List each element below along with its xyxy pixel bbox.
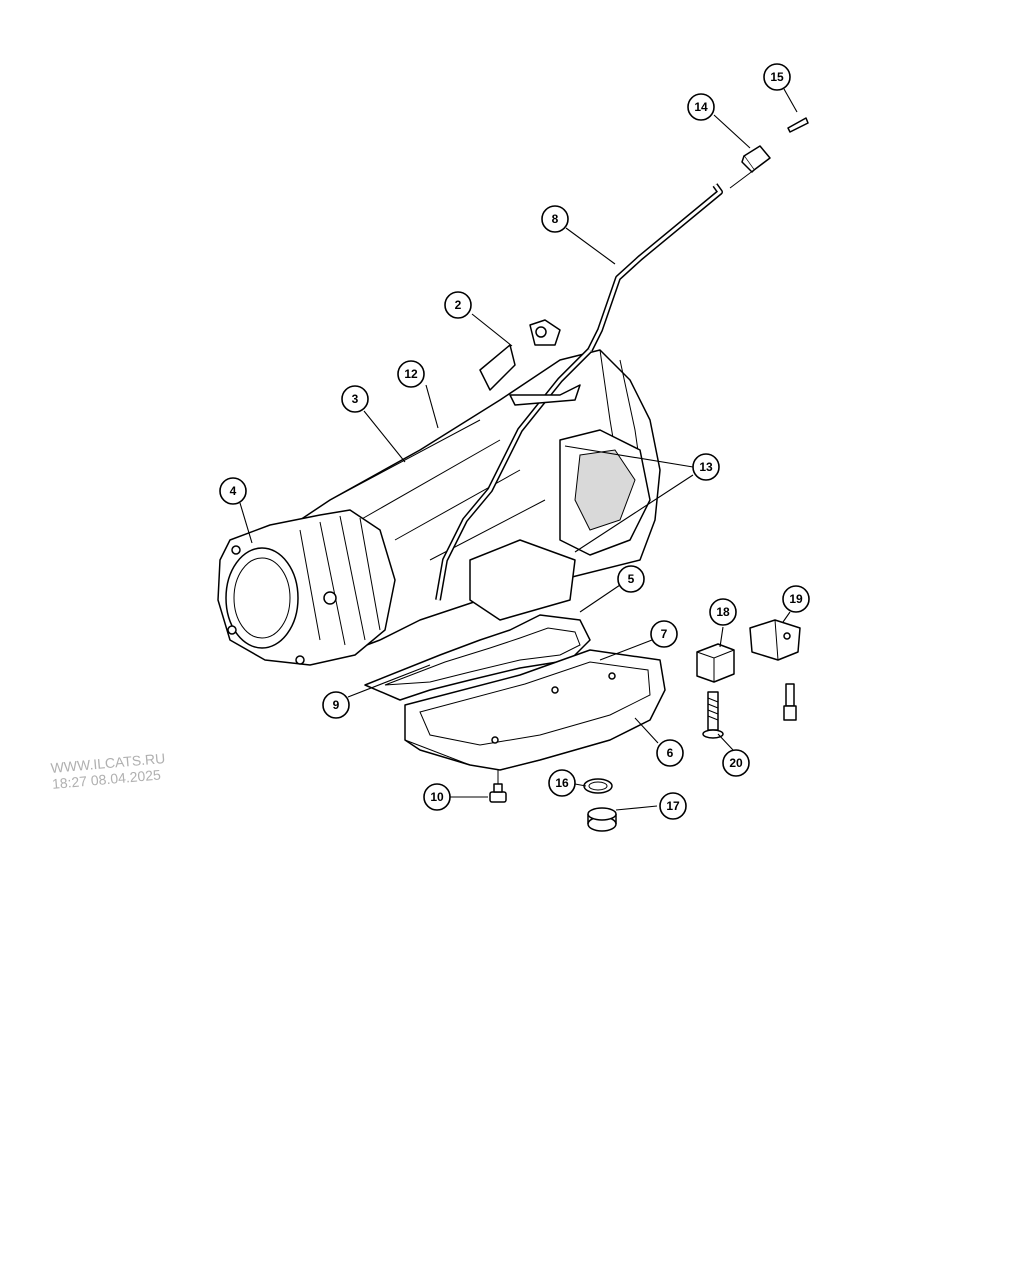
bell-housing (217, 509, 396, 666)
svg-text:14: 14 (694, 100, 708, 114)
retaining-pin (787, 117, 809, 133)
leader-lines (239, 88, 798, 811)
svg-text:15: 15 (770, 70, 784, 84)
filter-seal (583, 778, 613, 794)
mount-bracket (749, 619, 801, 661)
svg-text:6: 6 (667, 746, 674, 760)
callout-7: 7 (650, 620, 678, 648)
svg-text:7: 7 (661, 627, 668, 641)
callout-18: 18 (709, 598, 737, 626)
dipstick-tube (435, 183, 723, 601)
callout-16: 16 (548, 769, 576, 797)
callout-12: 12 (397, 360, 425, 388)
svg-text:5: 5 (628, 572, 635, 586)
svg-text:19: 19 (789, 592, 803, 606)
svg-text:12: 12 (404, 367, 418, 381)
svg-text:13: 13 (699, 460, 713, 474)
callout-14: 14 (687, 93, 715, 121)
mount-stud (783, 683, 797, 721)
callout-8: 8 (541, 205, 569, 233)
svg-text:2: 2 (455, 298, 462, 312)
callout-10: 10 (423, 783, 451, 811)
svg-text:20: 20 (729, 756, 743, 770)
svg-text:9: 9 (333, 698, 340, 712)
svg-text:8: 8 (552, 212, 559, 226)
filter-seal-ring (587, 807, 617, 832)
svg-text:16: 16 (555, 776, 569, 790)
callout-4: 4 (219, 477, 247, 505)
callout-2: 2 (444, 291, 472, 319)
svg-text:17: 17 (666, 799, 680, 813)
mount-insulator (696, 643, 735, 683)
callout-13: 13 (692, 453, 720, 481)
svg-text:4: 4 (230, 484, 237, 498)
svg-text:18: 18 (716, 605, 730, 619)
oil-pan (404, 649, 666, 771)
drain-plug (489, 770, 507, 803)
callout-17: 17 (659, 792, 687, 820)
callout-20: 20 (722, 749, 750, 777)
svg-text:10: 10 (430, 790, 444, 804)
callout-5: 5 (617, 565, 645, 593)
oil-pan-gasket (364, 614, 591, 701)
callout-6: 6 (656, 739, 684, 767)
dipstick-cap (729, 145, 771, 189)
callout-3: 3 (341, 385, 369, 413)
mount-bolt (702, 691, 724, 739)
callout-15: 15 (763, 63, 791, 91)
callout-9: 9 (322, 691, 350, 719)
callout-19: 19 (782, 585, 810, 613)
svg-text:3: 3 (352, 392, 359, 406)
